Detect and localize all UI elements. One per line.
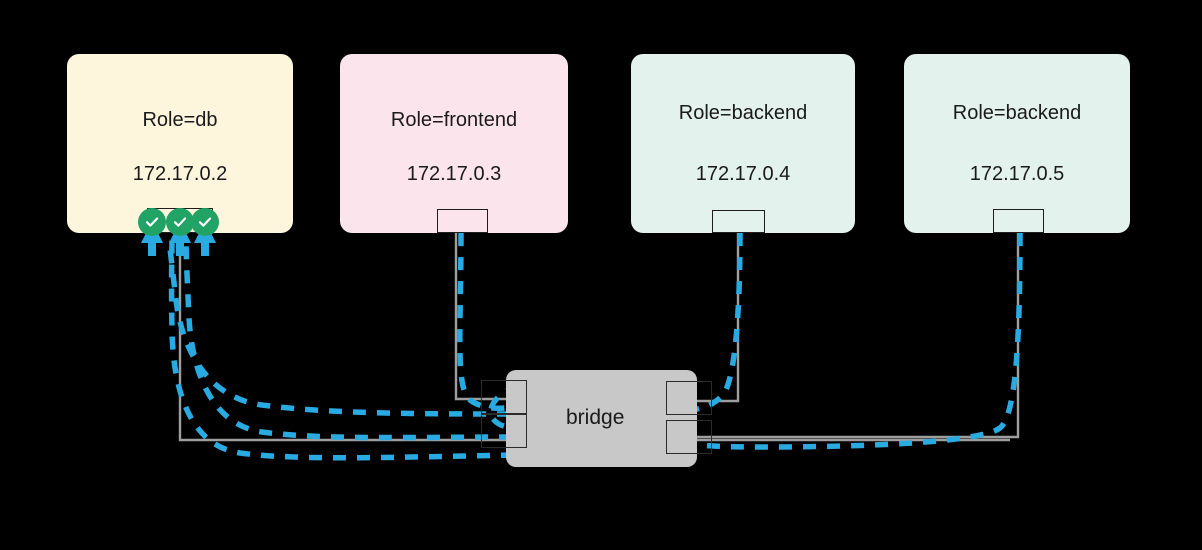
node-frontend-role-label: Role=frontend (390, 109, 518, 131)
node-db[interactable]: Role=db 172.17.0.2 (67, 54, 293, 233)
node-db-ip-label: 172.17.0.2 (132, 163, 228, 185)
node-backend-2-ip-label: 172.17.0.5 (969, 163, 1065, 185)
node-backend-2-port[interactable] (993, 209, 1044, 233)
link-bridge-to-db-1[interactable] (166, 239, 511, 417)
status-check-db-3[interactable] (191, 208, 219, 236)
node-backend-1-role-label: Role=backend (678, 102, 808, 124)
node-backend-1-port[interactable] (712, 210, 765, 233)
bridge-port-left-bottom[interactable] (481, 414, 527, 448)
bridge-node[interactable] (506, 370, 697, 467)
bridge-port-left-top[interactable] (481, 380, 527, 414)
node-frontend-port[interactable] (437, 209, 488, 233)
node-backend-1[interactable]: Role=backend 172.17.0.4 (631, 54, 855, 233)
check-icon (145, 217, 159, 227)
guide-route-backend2 (690, 233, 1020, 439)
node-backend-2[interactable]: Role=backend 172.17.0.5 (904, 54, 1130, 233)
node-backend-1-ip-label: 172.17.0.4 (695, 163, 791, 185)
link-backend2-to-bridge[interactable] (689, 232, 1023, 450)
link-bridge-to-db-3[interactable] (168, 239, 515, 461)
node-db-role-label: Role=db (142, 109, 218, 131)
bridge-port-right-top[interactable] (666, 381, 712, 415)
check-icon (198, 217, 212, 227)
link-bridge-to-db-2[interactable] (183, 239, 513, 441)
node-frontend-ip-label: 172.17.0.3 (406, 163, 502, 185)
bridge-port-right-bottom[interactable] (666, 420, 712, 454)
status-check-db-2[interactable] (166, 208, 194, 236)
bridge-label: bridge (566, 406, 625, 429)
status-check-db-1[interactable] (138, 208, 166, 236)
guide-route-backend1 (690, 233, 740, 403)
node-backend-2-role-label: Role=backend (952, 102, 1082, 124)
node-frontend[interactable]: Role=frontend 172.17.0.3 (340, 54, 568, 233)
check-icon (173, 217, 187, 227)
